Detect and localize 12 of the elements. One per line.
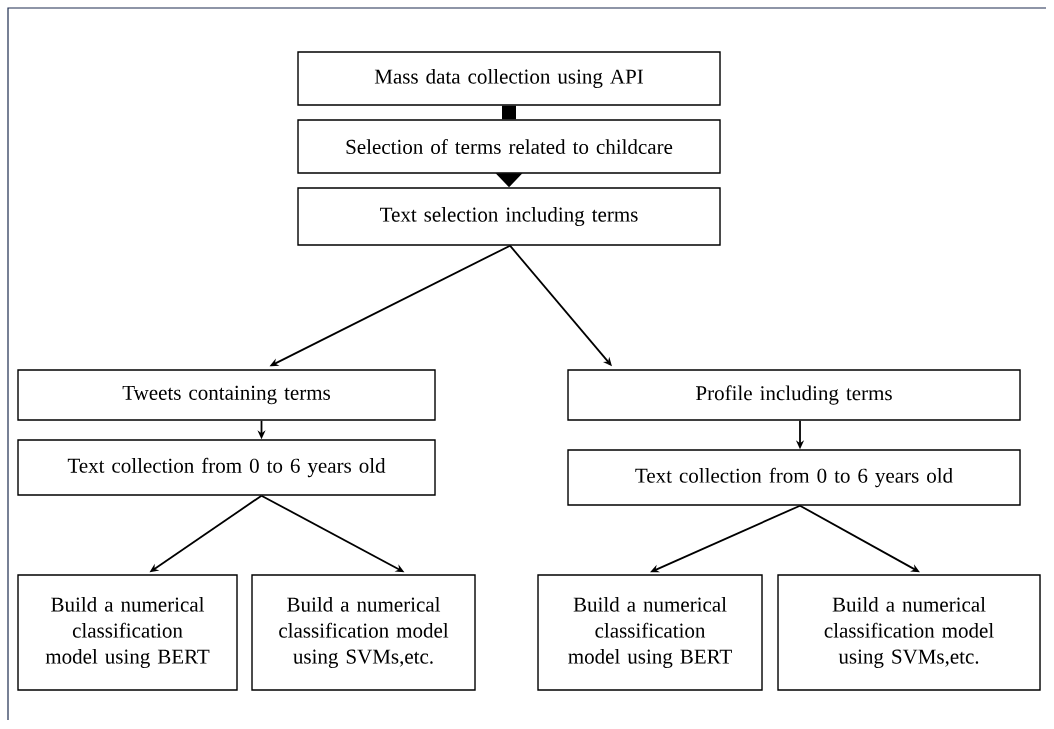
process-box: Selection of terms related to childcare	[297, 119, 721, 174]
process-box: Text selection including terms	[297, 187, 721, 246]
process-box: Build a numerical classification model using SVMs,etc.	[251, 574, 476, 691]
process-box: Build a numerical classification model using SVMs,etc.	[777, 574, 1041, 691]
process-box: Text collection from 0 to 6 years old	[567, 449, 1021, 506]
process-box: Build a numerical classification model using BERT	[537, 574, 763, 691]
process-box: Tweets containing terms	[17, 369, 436, 421]
process-box: Profile including terms	[567, 369, 1021, 421]
process-box: Text collection from 0 to 6 years old	[17, 439, 436, 496]
arrow	[650, 504, 801, 573]
process-box: Mass data collection using API	[297, 51, 721, 106]
process-box: Build a numerical classification model using BERT	[17, 574, 238, 691]
